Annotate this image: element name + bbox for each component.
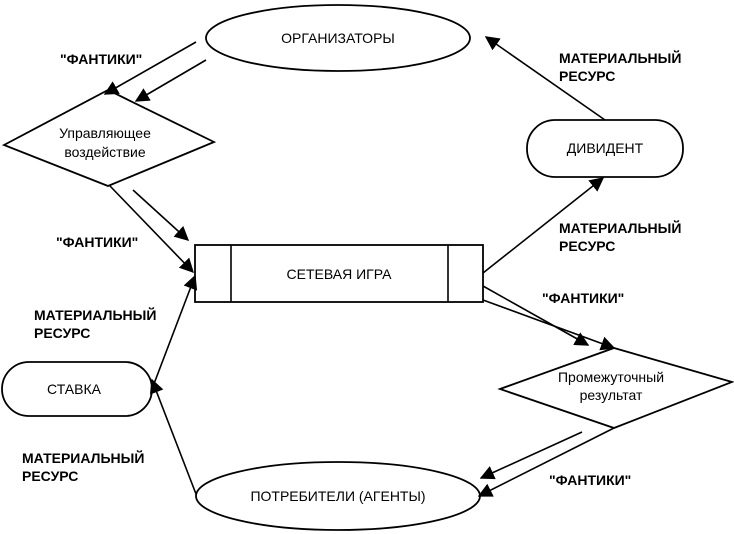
organizers-label: ОРГАНИЗАТОРЫ <box>281 30 395 46</box>
edge-control-to-game-b <box>132 189 190 241</box>
organizers-node: ОРГАНИЗАТОРЫ <box>205 4 471 72</box>
consumers-label: ПОТРЕБИТЕЛИ (АГЕНТЫ) <box>250 488 425 504</box>
dividend-label: ДИВИДЕНТ <box>567 140 644 156</box>
edge-game-to-intermediate-a <box>482 285 590 346</box>
edge-game-to-dividend <box>482 177 605 274</box>
edge-consumers-to-stake <box>149 378 197 495</box>
material-resource-top-line1: МАТЕРИАЛЬНЫЙ <box>559 49 681 66</box>
material-resource-bottom-line2: РЕСУРС <box>22 468 78 484</box>
control-label-line1: Управляющее <box>59 125 151 141</box>
material-resource-right-line1: МАТЕРИАЛЬНЫЙ <box>559 219 681 236</box>
material-resource-left-line2: РЕСУРС <box>34 325 90 341</box>
intermediate-node: Промежуточный результат <box>497 347 734 429</box>
control-node: Управляющее воздействие <box>1 88 217 187</box>
edge-game-to-intermediate-b <box>482 299 616 351</box>
edges <box>103 36 616 497</box>
stake-label: СТАВКА <box>47 381 102 397</box>
edge-organizers-to-control-a <box>103 41 197 95</box>
intermediate-label-line2: результат <box>580 387 643 403</box>
material-resource-top-line2: РЕСУРС <box>559 68 615 84</box>
edge-dividend-to-organizers <box>484 36 606 121</box>
fantiki-label-control: "ФАНТИКИ" <box>56 234 138 250</box>
fantiki-label-organizers: "ФАНТИКИ" <box>60 51 142 67</box>
edge-control-to-game-a <box>109 185 195 274</box>
edge-intermediate-to-consumers-a <box>479 431 583 480</box>
edge-stake-to-game <box>151 274 198 390</box>
control-label-line2: воздействие <box>64 144 145 160</box>
stake-node: СТАВКА <box>1 361 153 417</box>
fantiki-label-game: "ФАНТИКИ" <box>542 290 624 306</box>
edge-labels: "ФАНТИКИ" "ФАНТИКИ" "ФАНТИКИ" "ФАНТИКИ" … <box>22 49 681 488</box>
material-resource-left-line1: МАТЕРИАЛЬНЫЙ <box>34 306 156 323</box>
edge-organizers-to-control-b <box>134 59 207 102</box>
network-game-label: СЕТЕВАЯ ИГРА <box>287 266 393 282</box>
edge-intermediate-to-consumers-b <box>477 427 615 497</box>
material-resource-bottom-line1: МАТЕРИАЛЬНЫЙ <box>22 449 144 466</box>
consumers-node: ПОТРЕБИТЕЛИ (АГЕНТЫ) <box>195 461 481 531</box>
network-game-node: СЕТЕВАЯ ИГРА <box>194 244 484 303</box>
intermediate-label-line1: Промежуточный <box>558 369 664 385</box>
dividend-node: ДИВИДЕНТ <box>526 119 684 178</box>
material-resource-right-line2: РЕСУРС <box>559 238 615 254</box>
fantiki-label-intermediate: "ФАНТИКИ" <box>549 472 631 488</box>
